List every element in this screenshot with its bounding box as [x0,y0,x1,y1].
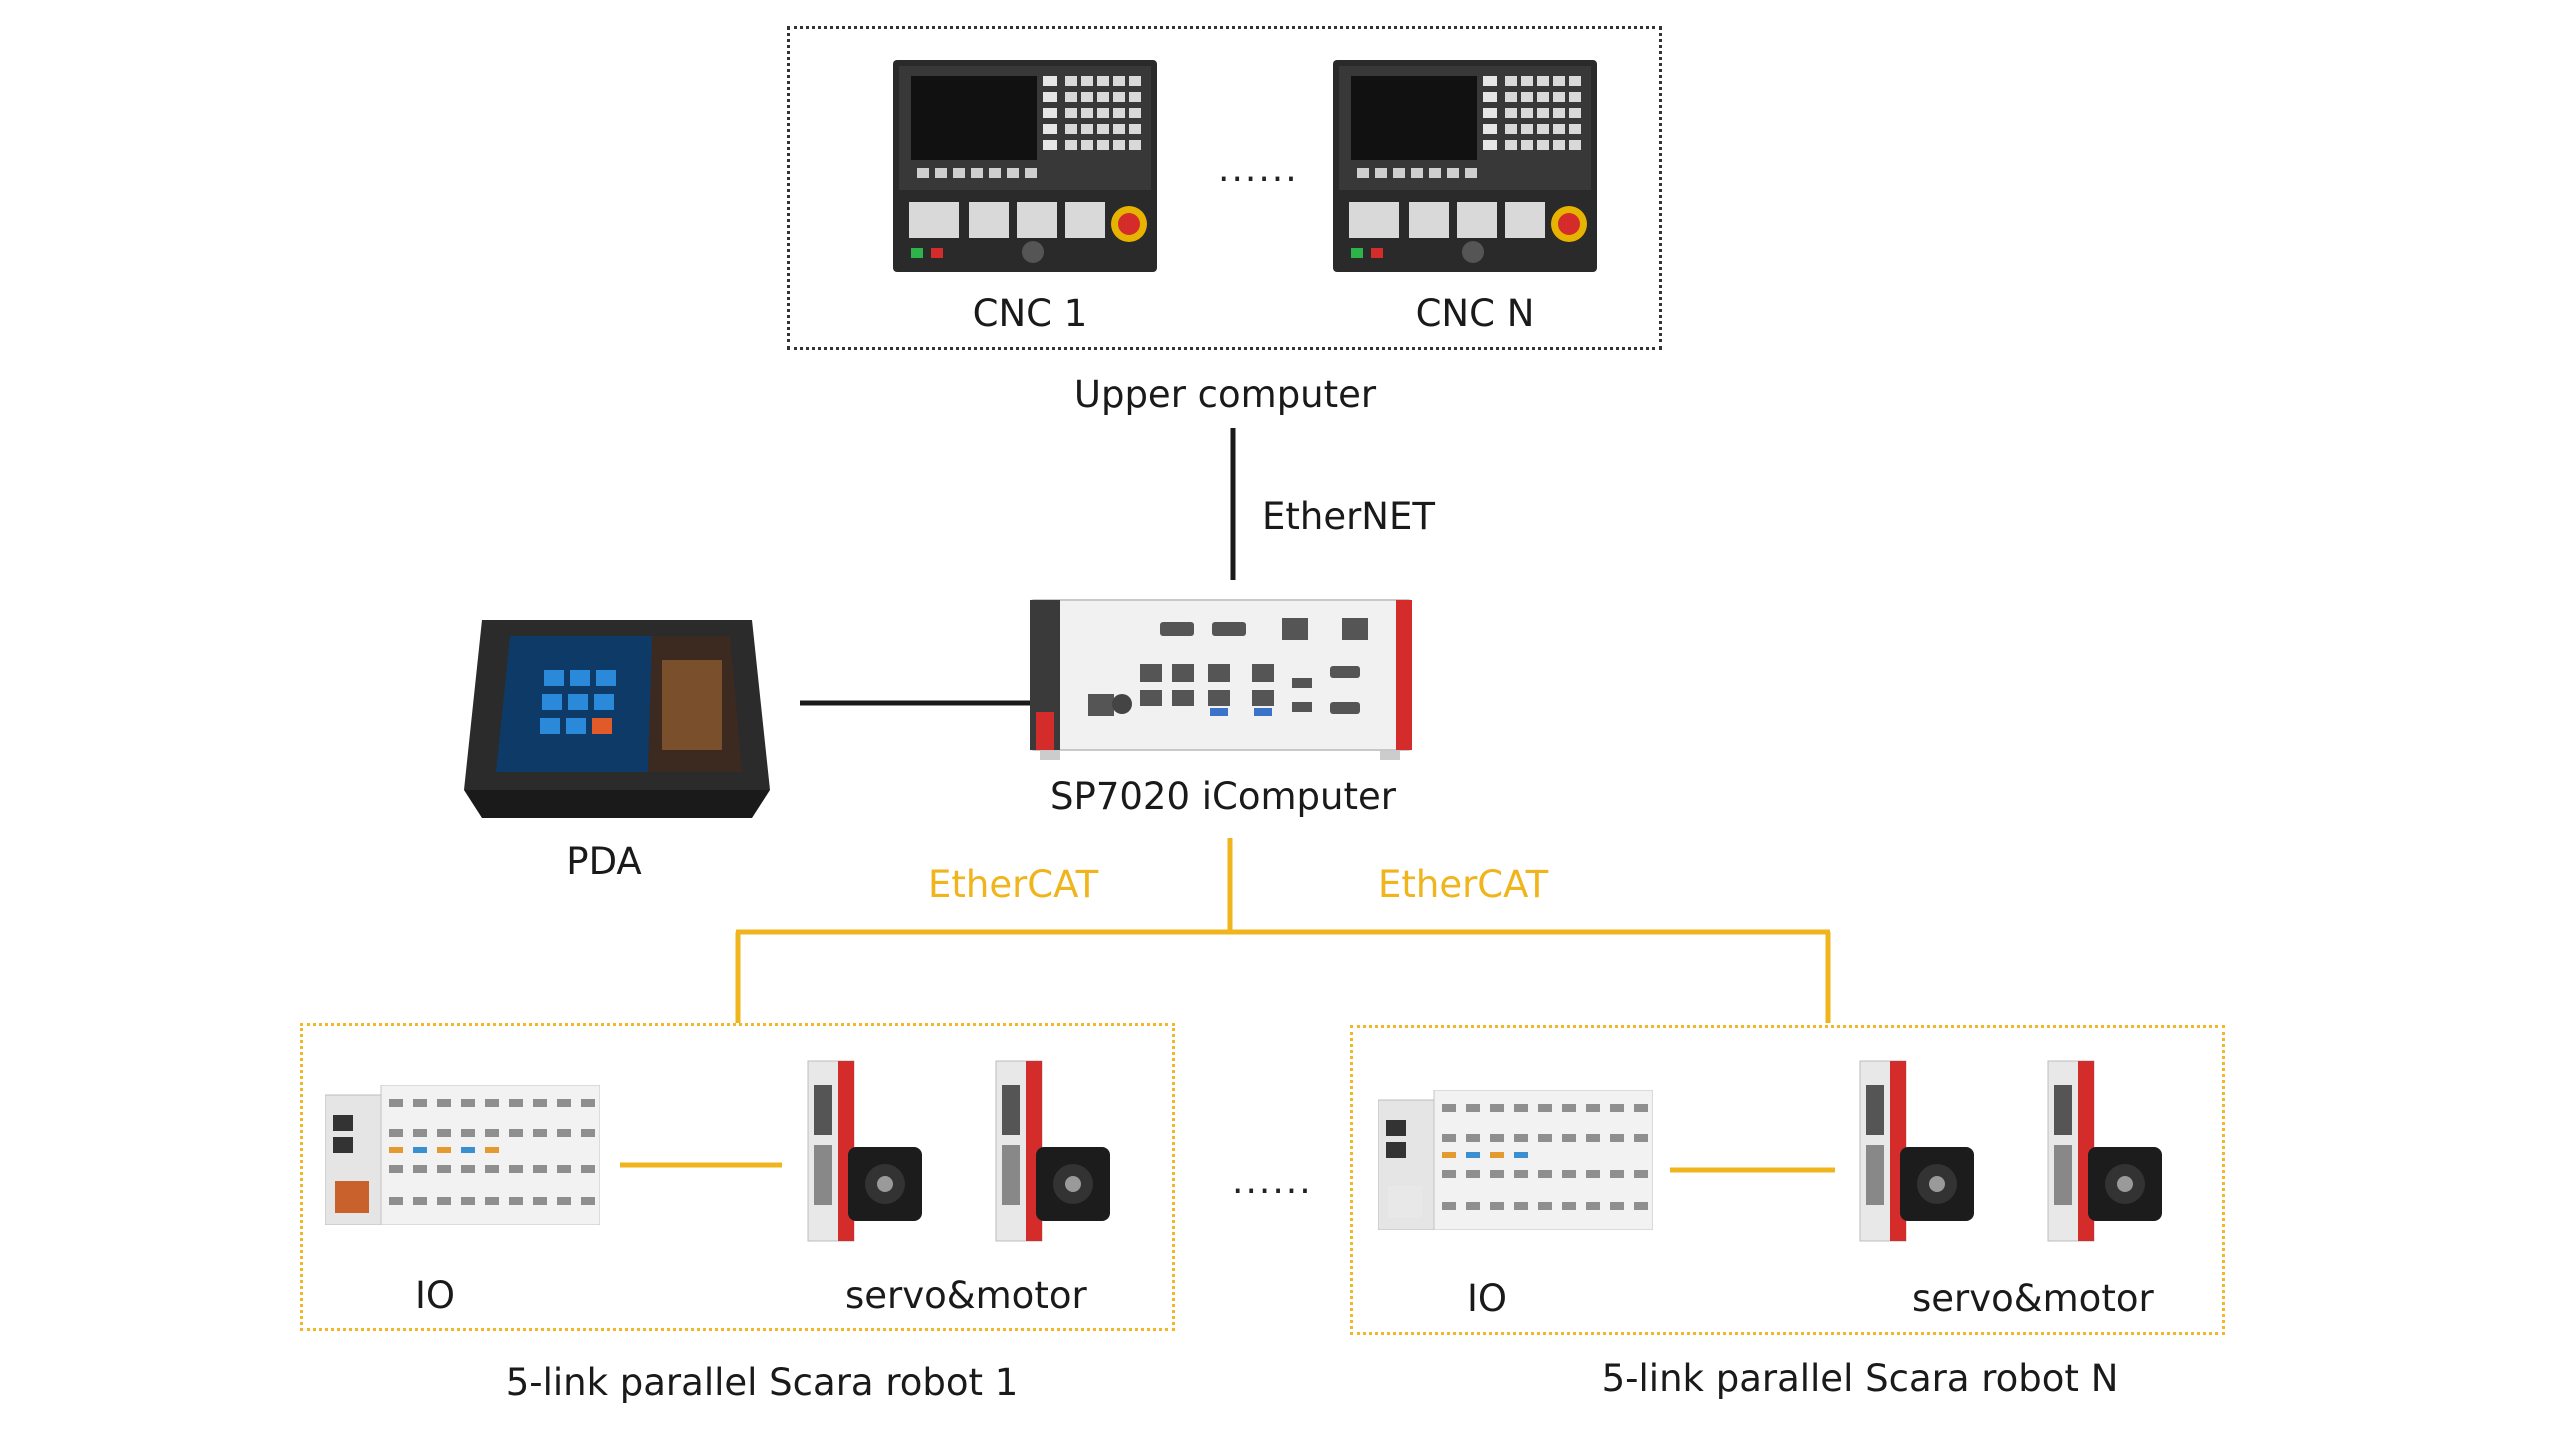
io-module-n [1378,1090,1653,1230]
servo-label-1: servo&motor [845,1274,1087,1317]
ethernet-label: EtherNET [1262,495,1435,538]
cnc-panel-1 [893,60,1157,272]
ethercat-label-left: EtherCAT [928,863,1099,906]
cnc-ellipsis: ...... [1218,149,1299,190]
robot-group-1 [300,1023,1175,1331]
servo-label-n: servo&motor [1912,1277,2154,1320]
robot-group-n [1350,1025,2225,1335]
servo-motor-pair-1 [807,1060,1110,1242]
cnc-panel-n [1333,60,1597,272]
io-module-1 [325,1085,600,1225]
cnc-first-label: CNC 1 [972,292,1088,335]
io-label-1: IO [415,1274,456,1317]
industrial-pc [1030,599,1412,760]
ipc-label: SP7020 iComputer [1050,775,1396,818]
ethercat-label-right: EtherCAT [1378,863,1549,906]
pda-tablet [464,620,770,818]
robot-ellipsis: ...... [1232,1161,1313,1202]
upper-computer-caption: Upper computer [1073,373,1377,416]
robot-caption-n: 5-link parallel Scara robot N [1601,1357,2119,1400]
upper-computer-group [787,26,1662,350]
io-label-n: IO [1467,1277,1508,1320]
cnc-last-label: CNC N [1415,292,1535,335]
servo-motor-pair-n [1859,1060,2162,1242]
pda-label: PDA [566,840,642,883]
robot-caption-1: 5-link parallel Scara robot 1 [505,1361,1019,1404]
